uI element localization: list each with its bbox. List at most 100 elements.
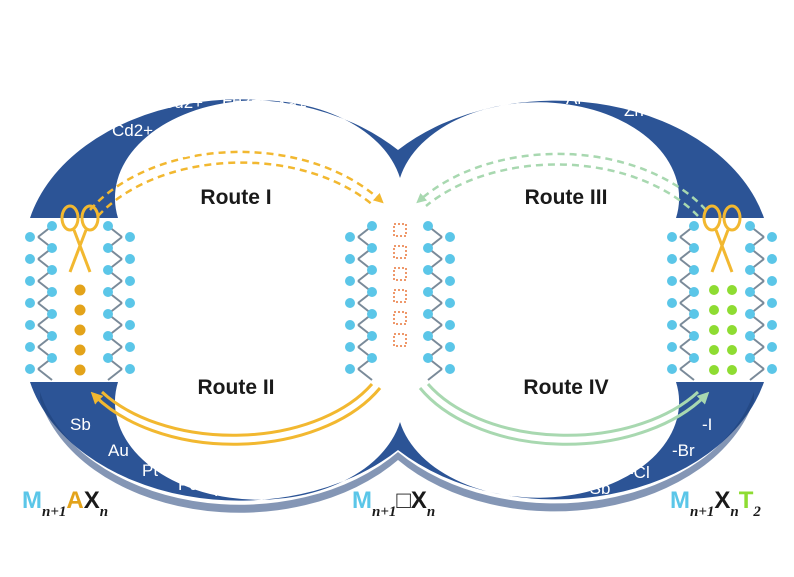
scissors-icon	[702, 204, 742, 273]
m-atom	[25, 254, 35, 264]
metal-ellipsis: …	[470, 103, 487, 122]
m-atom	[367, 287, 377, 297]
m-atom	[25, 320, 35, 330]
m-atom	[25, 298, 35, 308]
anion-label: -I	[702, 415, 712, 434]
m-atom	[767, 364, 777, 374]
m-atom	[345, 276, 355, 286]
m-atom	[689, 265, 699, 275]
m-atom	[689, 287, 699, 297]
formula-mxene: Mn+1XnT2	[670, 487, 761, 520]
m-atom	[47, 221, 57, 231]
a-atom	[74, 304, 86, 316]
metal-scissors-label: Metal “scissors”	[487, 136, 611, 161]
m-atom	[767, 342, 777, 352]
m-atom	[25, 276, 35, 286]
m-atom	[47, 309, 57, 319]
m-atom	[667, 276, 677, 286]
m-atom	[445, 298, 455, 308]
m-atom	[125, 364, 135, 374]
a-atom	[74, 284, 86, 296]
m-atom	[445, 254, 455, 264]
route-i-label: Route I	[200, 186, 271, 209]
m-atom	[745, 287, 755, 297]
m-atom	[667, 254, 677, 264]
t-atom	[709, 325, 719, 335]
formula-vacancy: Mn+1□Xn	[352, 487, 435, 520]
m-atom	[423, 287, 433, 297]
ion-label: Fe2+	[222, 91, 261, 110]
atomic-replacement-arrow	[90, 383, 382, 446]
lattice-bond	[107, 368, 123, 381]
figure-eight-band	[30, 99, 764, 513]
metal-label: Zn	[624, 101, 644, 120]
m-atom	[745, 331, 755, 341]
m-atom	[345, 364, 355, 374]
vacancy-site	[393, 267, 407, 281]
m-atom	[345, 254, 355, 264]
vacancy-site	[393, 289, 407, 303]
m-atom	[745, 353, 755, 363]
vacancy-site	[393, 311, 407, 325]
m-atom	[47, 243, 57, 253]
t-atom	[727, 285, 737, 295]
m-atom	[745, 243, 755, 253]
route-iv-label: Route IV	[523, 376, 608, 399]
ion-label: Ag+	[276, 97, 307, 116]
vacancy-site	[393, 245, 407, 259]
band-lower	[30, 382, 764, 501]
a-atom	[74, 344, 86, 356]
metal-label: Al	[566, 89, 581, 108]
max-phase-structure	[25, 221, 135, 381]
m-atom	[345, 320, 355, 330]
m-atom	[103, 265, 113, 275]
t-atom	[709, 345, 719, 355]
m-atom	[367, 331, 377, 341]
m-atom	[125, 254, 135, 264]
anion-label: -Te	[486, 461, 510, 480]
anion-label: -Se	[446, 437, 472, 456]
m-atom	[423, 221, 433, 231]
bottom-right-anions: -S -Se -Te -P -Sb -Cl -Br -I	[424, 409, 712, 498]
element-label: Sb	[70, 415, 91, 434]
m-atom	[103, 331, 113, 341]
lattice-bond	[749, 368, 765, 381]
formula-max-phase: Mn+1AXn	[22, 487, 108, 520]
m-atom	[667, 364, 677, 374]
m-atom	[103, 287, 113, 297]
route-ii-label: Route II	[198, 376, 275, 399]
m-atom	[689, 309, 699, 319]
m-atom	[667, 320, 677, 330]
m-atom	[125, 342, 135, 352]
m-atom	[445, 364, 455, 374]
lattice-bond	[427, 368, 443, 381]
band-upper-left	[30, 99, 764, 218]
anion-label: -Cl	[628, 463, 650, 482]
m-atom	[367, 243, 377, 253]
t-atom	[709, 365, 719, 375]
m-atom	[745, 265, 755, 275]
element-label: Pd	[178, 475, 199, 494]
m-atom	[689, 221, 699, 231]
metal-arrow	[416, 152, 707, 217]
m-atom	[423, 309, 433, 319]
m-atom	[103, 353, 113, 363]
m-atom	[767, 276, 777, 286]
m-atom	[689, 353, 699, 363]
a-atom	[74, 324, 86, 336]
m-atom	[345, 232, 355, 242]
t-atom	[709, 305, 719, 315]
m-atom	[125, 276, 135, 286]
m-atom	[367, 265, 377, 275]
anion-coordination-arrow	[418, 383, 710, 446]
element-label: Pt	[142, 461, 158, 480]
element-label: Ga	[340, 437, 363, 456]
m-atom	[25, 232, 35, 242]
anion-label: -Sb	[584, 479, 610, 498]
element-ellipsis: …	[366, 413, 383, 432]
m-atom	[667, 298, 677, 308]
t-atom	[727, 325, 737, 335]
m-atom	[767, 254, 777, 264]
m-atom	[125, 298, 135, 308]
